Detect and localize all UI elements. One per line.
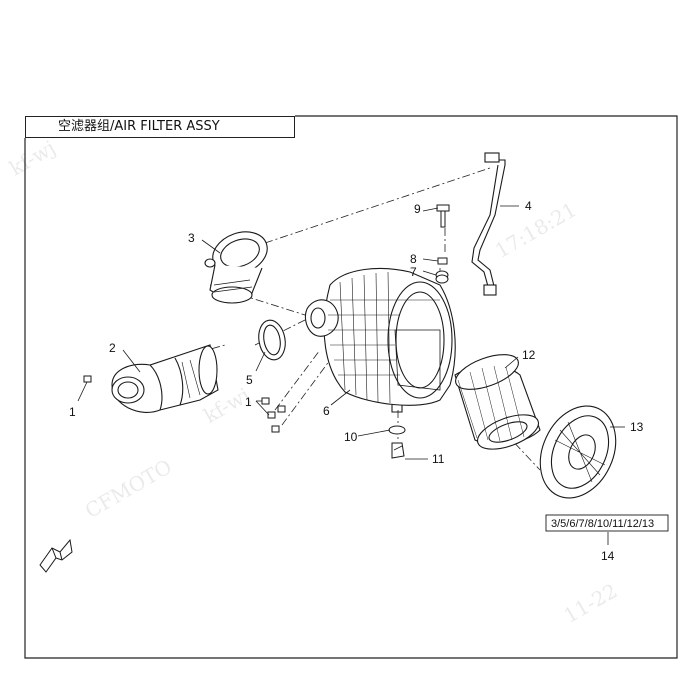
callout-2: 2 [109, 341, 116, 355]
callout-9: 9 [414, 202, 421, 216]
front-direction-icon [39, 538, 73, 573]
clamp-ring-part [258, 319, 286, 361]
callout-6: 6 [323, 404, 330, 418]
callout-numbers: 1 2 3 4 5 1 6 7 8 9 10 11 12 13 14 [69, 199, 644, 563]
callout-8: 8 [410, 252, 417, 266]
watermark-text: kf-wj [5, 135, 59, 180]
diagram-title: 空滤器组/AIR FILTER ASSY [25, 116, 295, 138]
hardware-part [435, 204, 450, 284]
callout-13: 13 [630, 420, 644, 434]
callout-14: 14 [601, 549, 615, 563]
kit-list: 3/5/6/7/8/10/11/12/13 [551, 518, 654, 530]
watermark-text: 17:18:21 [491, 197, 581, 263]
diagram-frame [24, 115, 678, 659]
callout-1: 1 [69, 405, 76, 419]
watermark-text: 11-22 [560, 578, 622, 628]
callout-5: 5 [246, 373, 253, 387]
inlet-duct-part [111, 344, 219, 413]
callout-11: 11 [432, 452, 445, 466]
callout-3: 3 [188, 231, 195, 245]
callout-10: 10 [344, 430, 358, 444]
filter-element-part [454, 354, 541, 450]
kit-bracket: 3/5/6/7/8/10/11/12/13 [545, 514, 669, 532]
watermark-text: CFMOTO [81, 454, 176, 523]
screw-part [83, 375, 286, 433]
filter-housing-part [304, 267, 456, 413]
callout-4: 4 [525, 199, 532, 213]
callout-1b: 1 [245, 395, 252, 409]
breather-hose-part [471, 152, 506, 296]
intake-snorkel-part [204, 231, 268, 304]
leader-lines [77, 205, 625, 545]
callout-7: 7 [410, 265, 417, 279]
end-cover-part [539, 405, 617, 499]
callout-12: 12 [522, 348, 536, 362]
drain-valve-part [388, 425, 406, 459]
